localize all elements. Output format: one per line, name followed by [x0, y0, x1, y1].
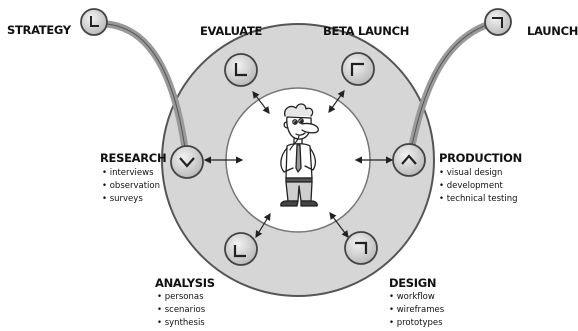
- node-production: [392, 143, 426, 177]
- chevron-icon: [233, 245, 246, 258]
- chevron-icon: [355, 241, 368, 254]
- arrow-evaluate: [252, 91, 270, 114]
- node-strategy: [80, 8, 108, 36]
- stage-label-strategy: STRATEGY: [7, 23, 71, 37]
- research-list: interviews observation surveys: [102, 167, 160, 206]
- chevron-icon: [234, 63, 247, 77]
- node-design: [344, 231, 378, 265]
- stage-label-launch: LAUNCH: [527, 24, 578, 38]
- list-item: prototypes: [389, 317, 444, 330]
- list-item: development: [439, 180, 518, 193]
- analysis-list: personas scenarios synthesis: [157, 291, 205, 330]
- strategy-path-edge: [106, 23, 188, 163]
- list-item: technical testing: [439, 193, 518, 206]
- chevron-icon: [492, 17, 503, 28]
- node-beta-launch: [341, 52, 375, 86]
- launch-path-edge: [408, 21, 498, 162]
- stage-label-analysis: ANALYSIS: [155, 276, 215, 290]
- stage-label-evaluate: EVALUATE: [200, 24, 263, 38]
- chevron-up-icon: [401, 154, 417, 165]
- stage-label-beta-launch: BETA LAUNCH: [323, 24, 410, 38]
- chevron-icon: [350, 62, 364, 76]
- stage-label-design: DESIGN: [389, 276, 437, 290]
- list-item: synthesis: [157, 317, 205, 330]
- stage-label-research: RESEARCH: [100, 151, 167, 165]
- cartoon-person-icon: [280, 103, 319, 207]
- stage-label-production: PRODUCTION: [439, 151, 522, 165]
- arrow-analysis: [255, 212, 271, 239]
- node-analysis: [224, 232, 258, 266]
- list-item: visual design: [439, 167, 518, 180]
- list-item: scenarios: [157, 304, 205, 317]
- node-launch: [484, 8, 512, 36]
- list-item: wireframes: [389, 304, 445, 317]
- node-evaluate: [224, 53, 258, 87]
- list-item: interviews: [102, 167, 160, 180]
- production-list: visual design development technical test…: [439, 167, 518, 206]
- arrow-design: [329, 212, 349, 238]
- list-item: workflow: [389, 291, 444, 304]
- design-list: workflow wireframes prototypes: [389, 291, 445, 330]
- list-item: personas: [157, 291, 205, 304]
- list-item: surveys: [102, 193, 160, 206]
- node-research: [170, 145, 204, 179]
- chevron-icon: [90, 16, 99, 27]
- arrow-beta-launch: [328, 90, 345, 113]
- chevron-down-icon: [179, 157, 195, 168]
- list-item: observation: [102, 180, 160, 193]
